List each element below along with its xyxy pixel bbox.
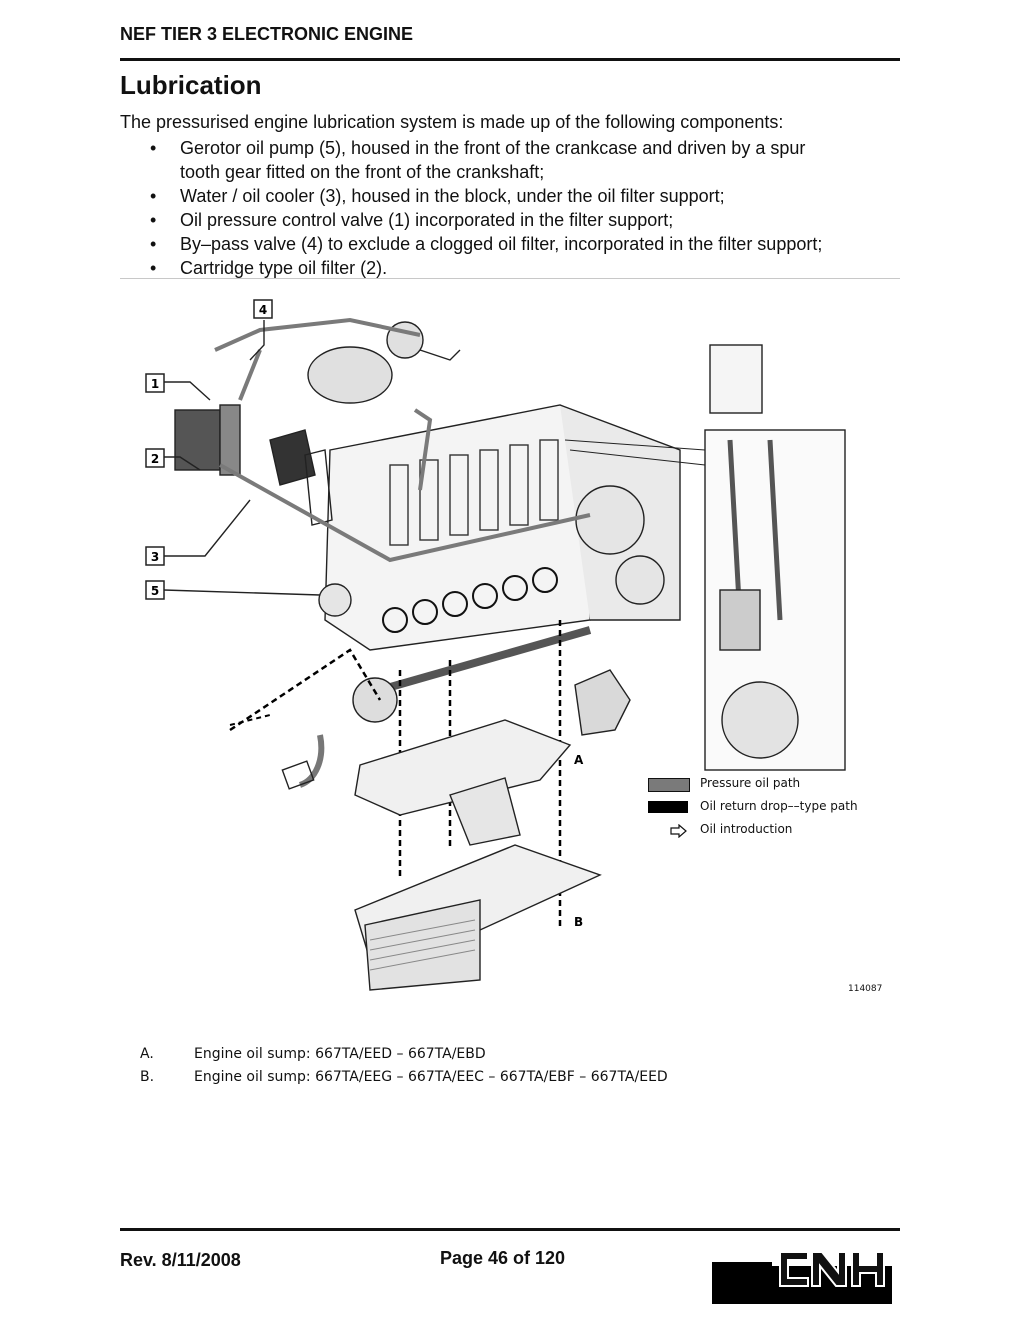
list-item: •By–pass valve (4) to exclude a clogged … bbox=[150, 234, 823, 254]
outline-arrow-icon bbox=[670, 824, 687, 838]
caption-key-a: A. bbox=[140, 1046, 154, 1062]
legend-swatch-pressure bbox=[648, 778, 690, 792]
engine-lubrication-diagram: 4 1 2 3 5 A B bbox=[145, 299, 846, 991]
section-title: Lubrication bbox=[120, 70, 262, 100]
callout-5: 5 bbox=[151, 584, 159, 598]
bullet-icon: • bbox=[150, 138, 157, 158]
bullet-icon: • bbox=[150, 258, 157, 278]
bullet-icon: • bbox=[150, 234, 157, 254]
document-header: NEF TIER 3 ELECTRONIC ENGINE bbox=[120, 24, 414, 44]
list-item: •Cartridge type oil filter (2). bbox=[150, 258, 388, 278]
legend-swatch-return bbox=[648, 801, 688, 813]
header-rule bbox=[120, 58, 900, 61]
bullet-icon: • bbox=[150, 186, 157, 206]
callout-4: 4 bbox=[259, 303, 267, 317]
list-divider bbox=[120, 278, 900, 279]
component-list: •Gerotor oil pump (5), housed in the fro… bbox=[150, 136, 910, 280]
callout-3: 3 bbox=[151, 550, 159, 564]
caption-key-b: B. bbox=[140, 1069, 155, 1085]
cnh-logo bbox=[712, 1251, 892, 1304]
revision-date: Rev. 8/11/2008 bbox=[120, 1250, 241, 1270]
list-item: •Gerotor oil pump (5), housed in the fro… bbox=[150, 138, 806, 182]
sump-label-b: B bbox=[574, 915, 583, 929]
list-item: •Water / oil cooler (3), housed in the b… bbox=[150, 186, 725, 206]
intro-paragraph: The pressurised engine lubrication syste… bbox=[120, 112, 784, 132]
caption-text-a: Engine oil sump: 667TA/EED – 667TA/EBD bbox=[194, 1046, 486, 1062]
page-number: Page 46 of 120 bbox=[440, 1248, 566, 1268]
figure-number: 114087 bbox=[848, 984, 883, 994]
callout-group: 4 1 2 3 5 bbox=[145, 299, 273, 600]
callout-2: 2 bbox=[151, 452, 159, 466]
callout-1: 1 bbox=[151, 377, 159, 391]
list-item: •Oil pressure control valve (1) incorpor… bbox=[150, 210, 674, 230]
caption-text-b: Engine oil sump: 667TA/EEG – 667TA/EEC –… bbox=[194, 1069, 668, 1085]
bullet-icon: • bbox=[150, 210, 157, 230]
footer-rule bbox=[120, 1228, 900, 1231]
sump-label-a: A bbox=[574, 753, 584, 767]
